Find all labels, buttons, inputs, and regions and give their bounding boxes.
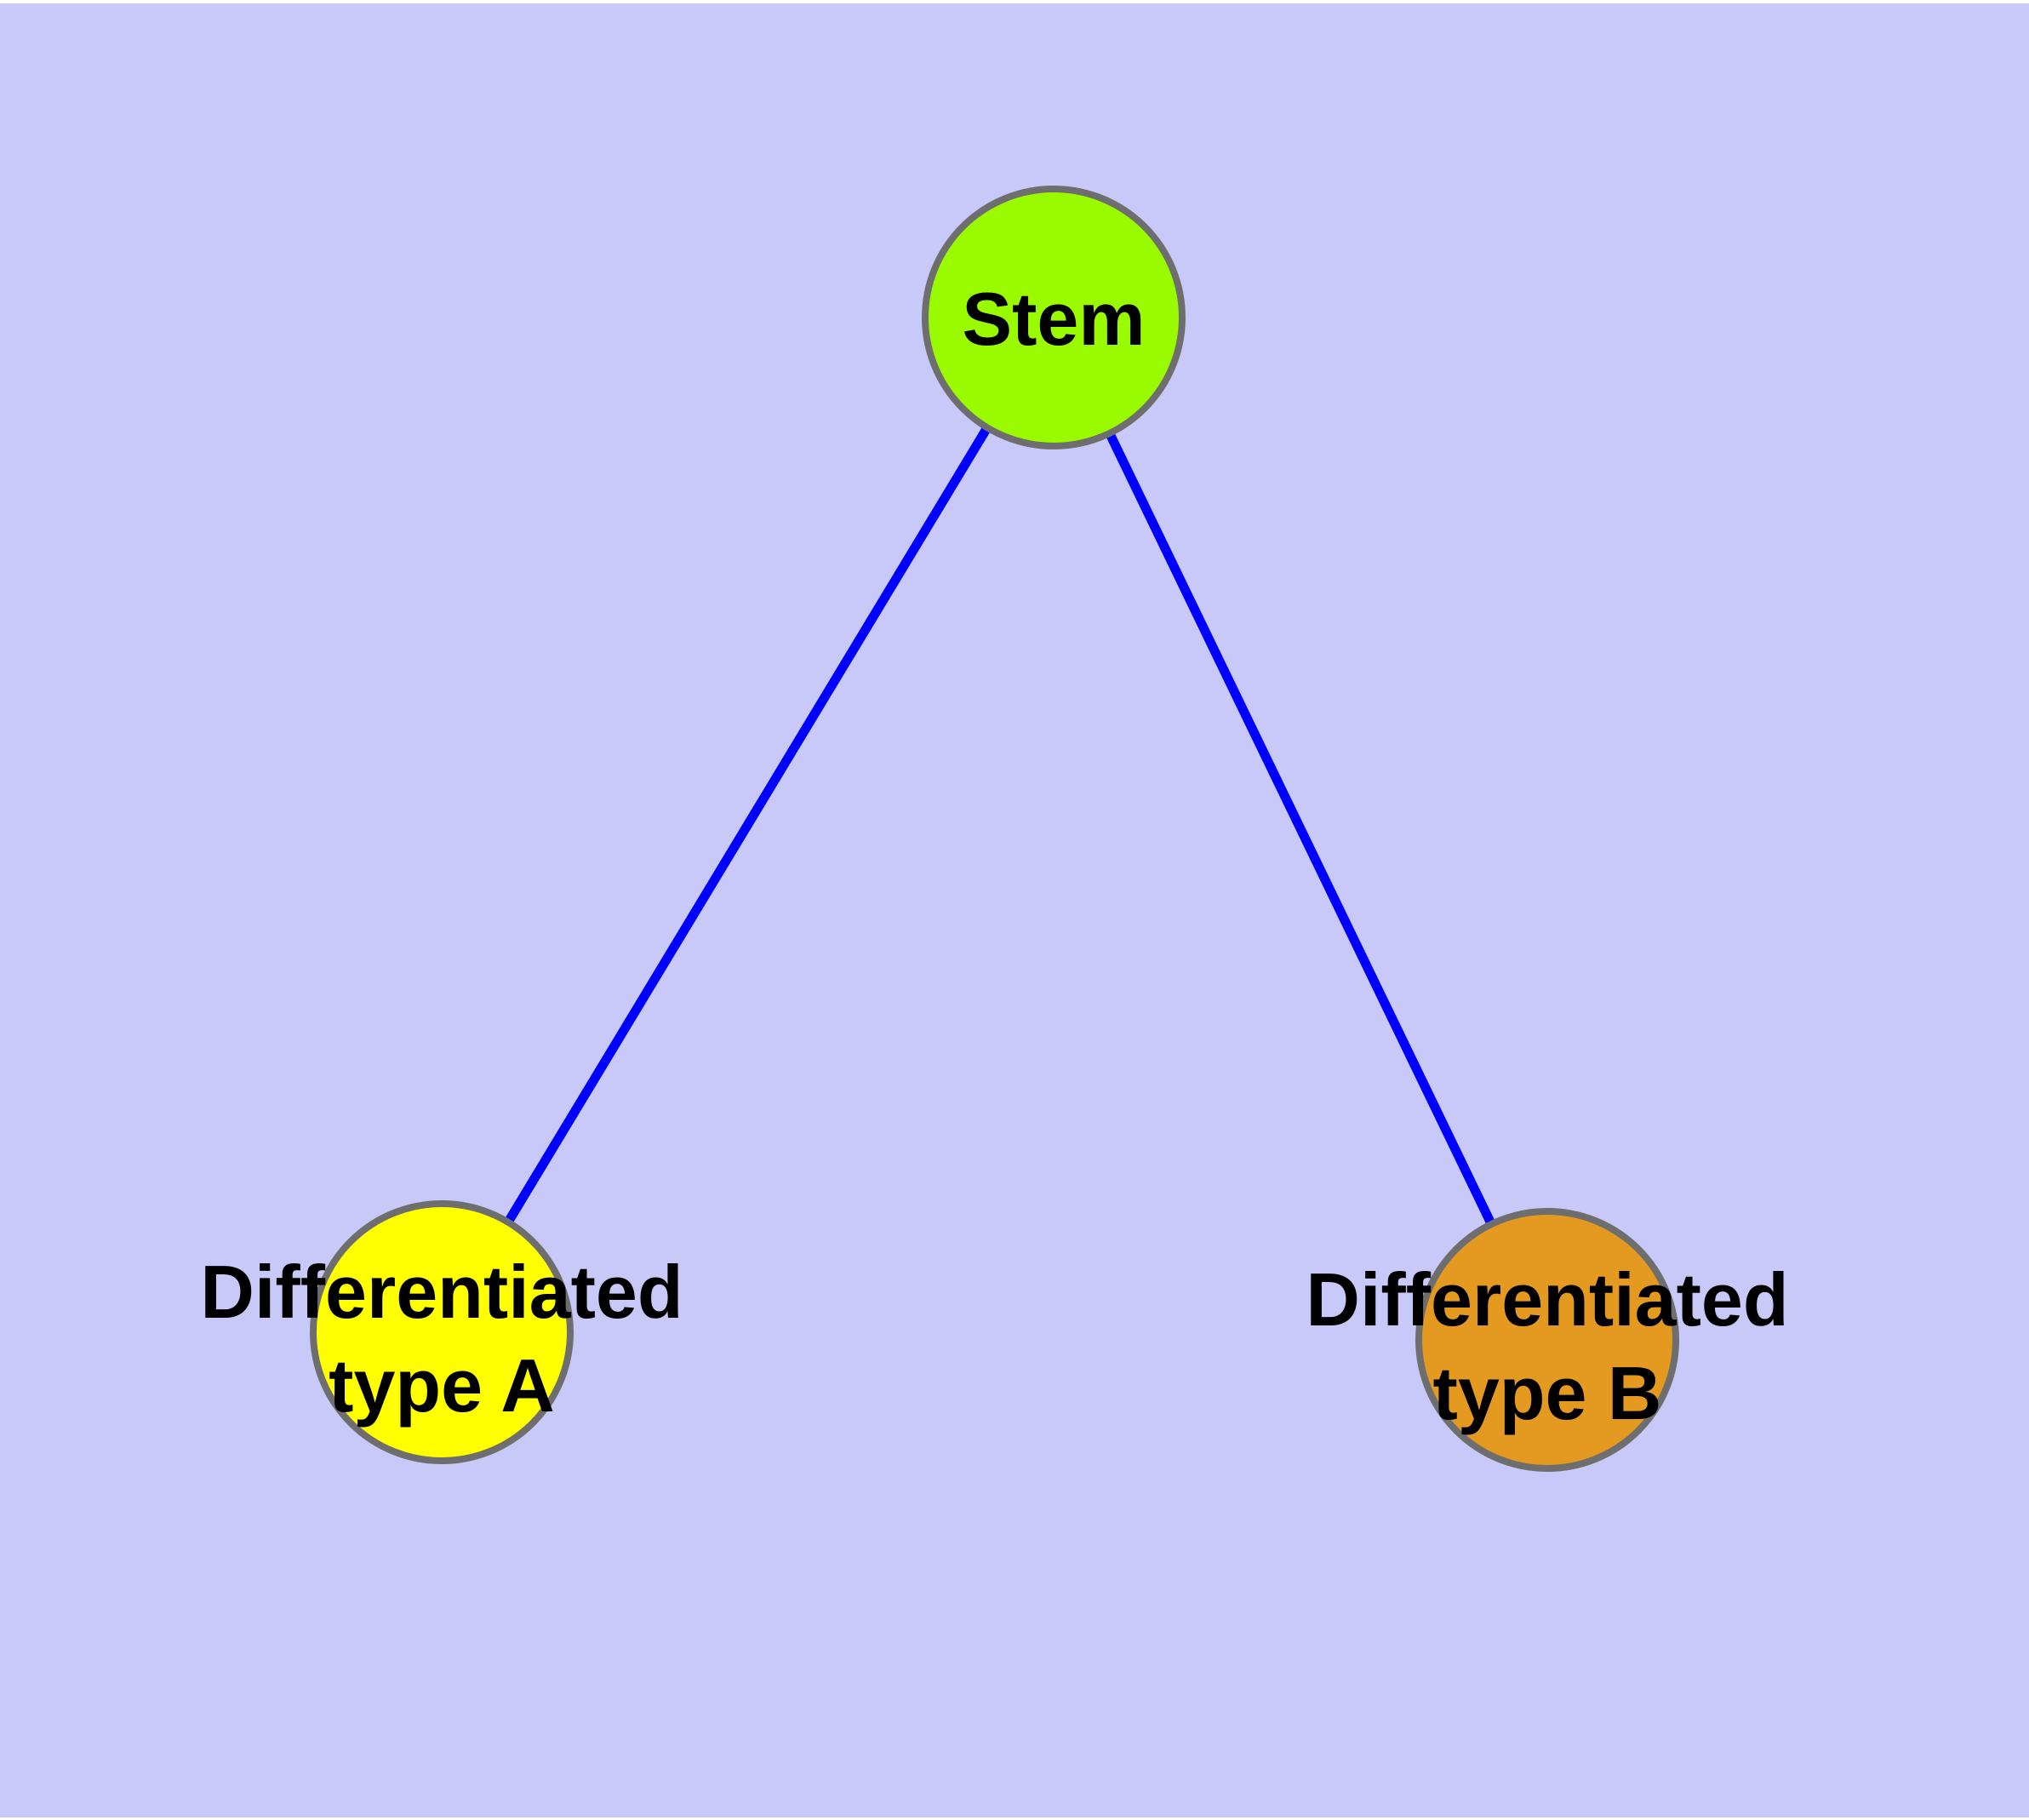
node-type-b-label-line2: type B bbox=[1433, 1351, 1662, 1435]
edge-stem-to-type-a bbox=[437, 315, 1058, 1335]
node-stem-label: Stem bbox=[962, 277, 1145, 361]
node-type-b bbox=[1415, 1208, 1679, 1472]
edge-stem-to-type-b bbox=[1049, 315, 1552, 1342]
node-type-a-label-line1: Differentiated bbox=[200, 1250, 683, 1334]
node-stem bbox=[922, 186, 1186, 449]
node-type-b-label-line1: Differentiated bbox=[1306, 1257, 1788, 1342]
node-type-a bbox=[310, 1200, 574, 1464]
node-type-a-label-line2: type A bbox=[329, 1343, 555, 1428]
